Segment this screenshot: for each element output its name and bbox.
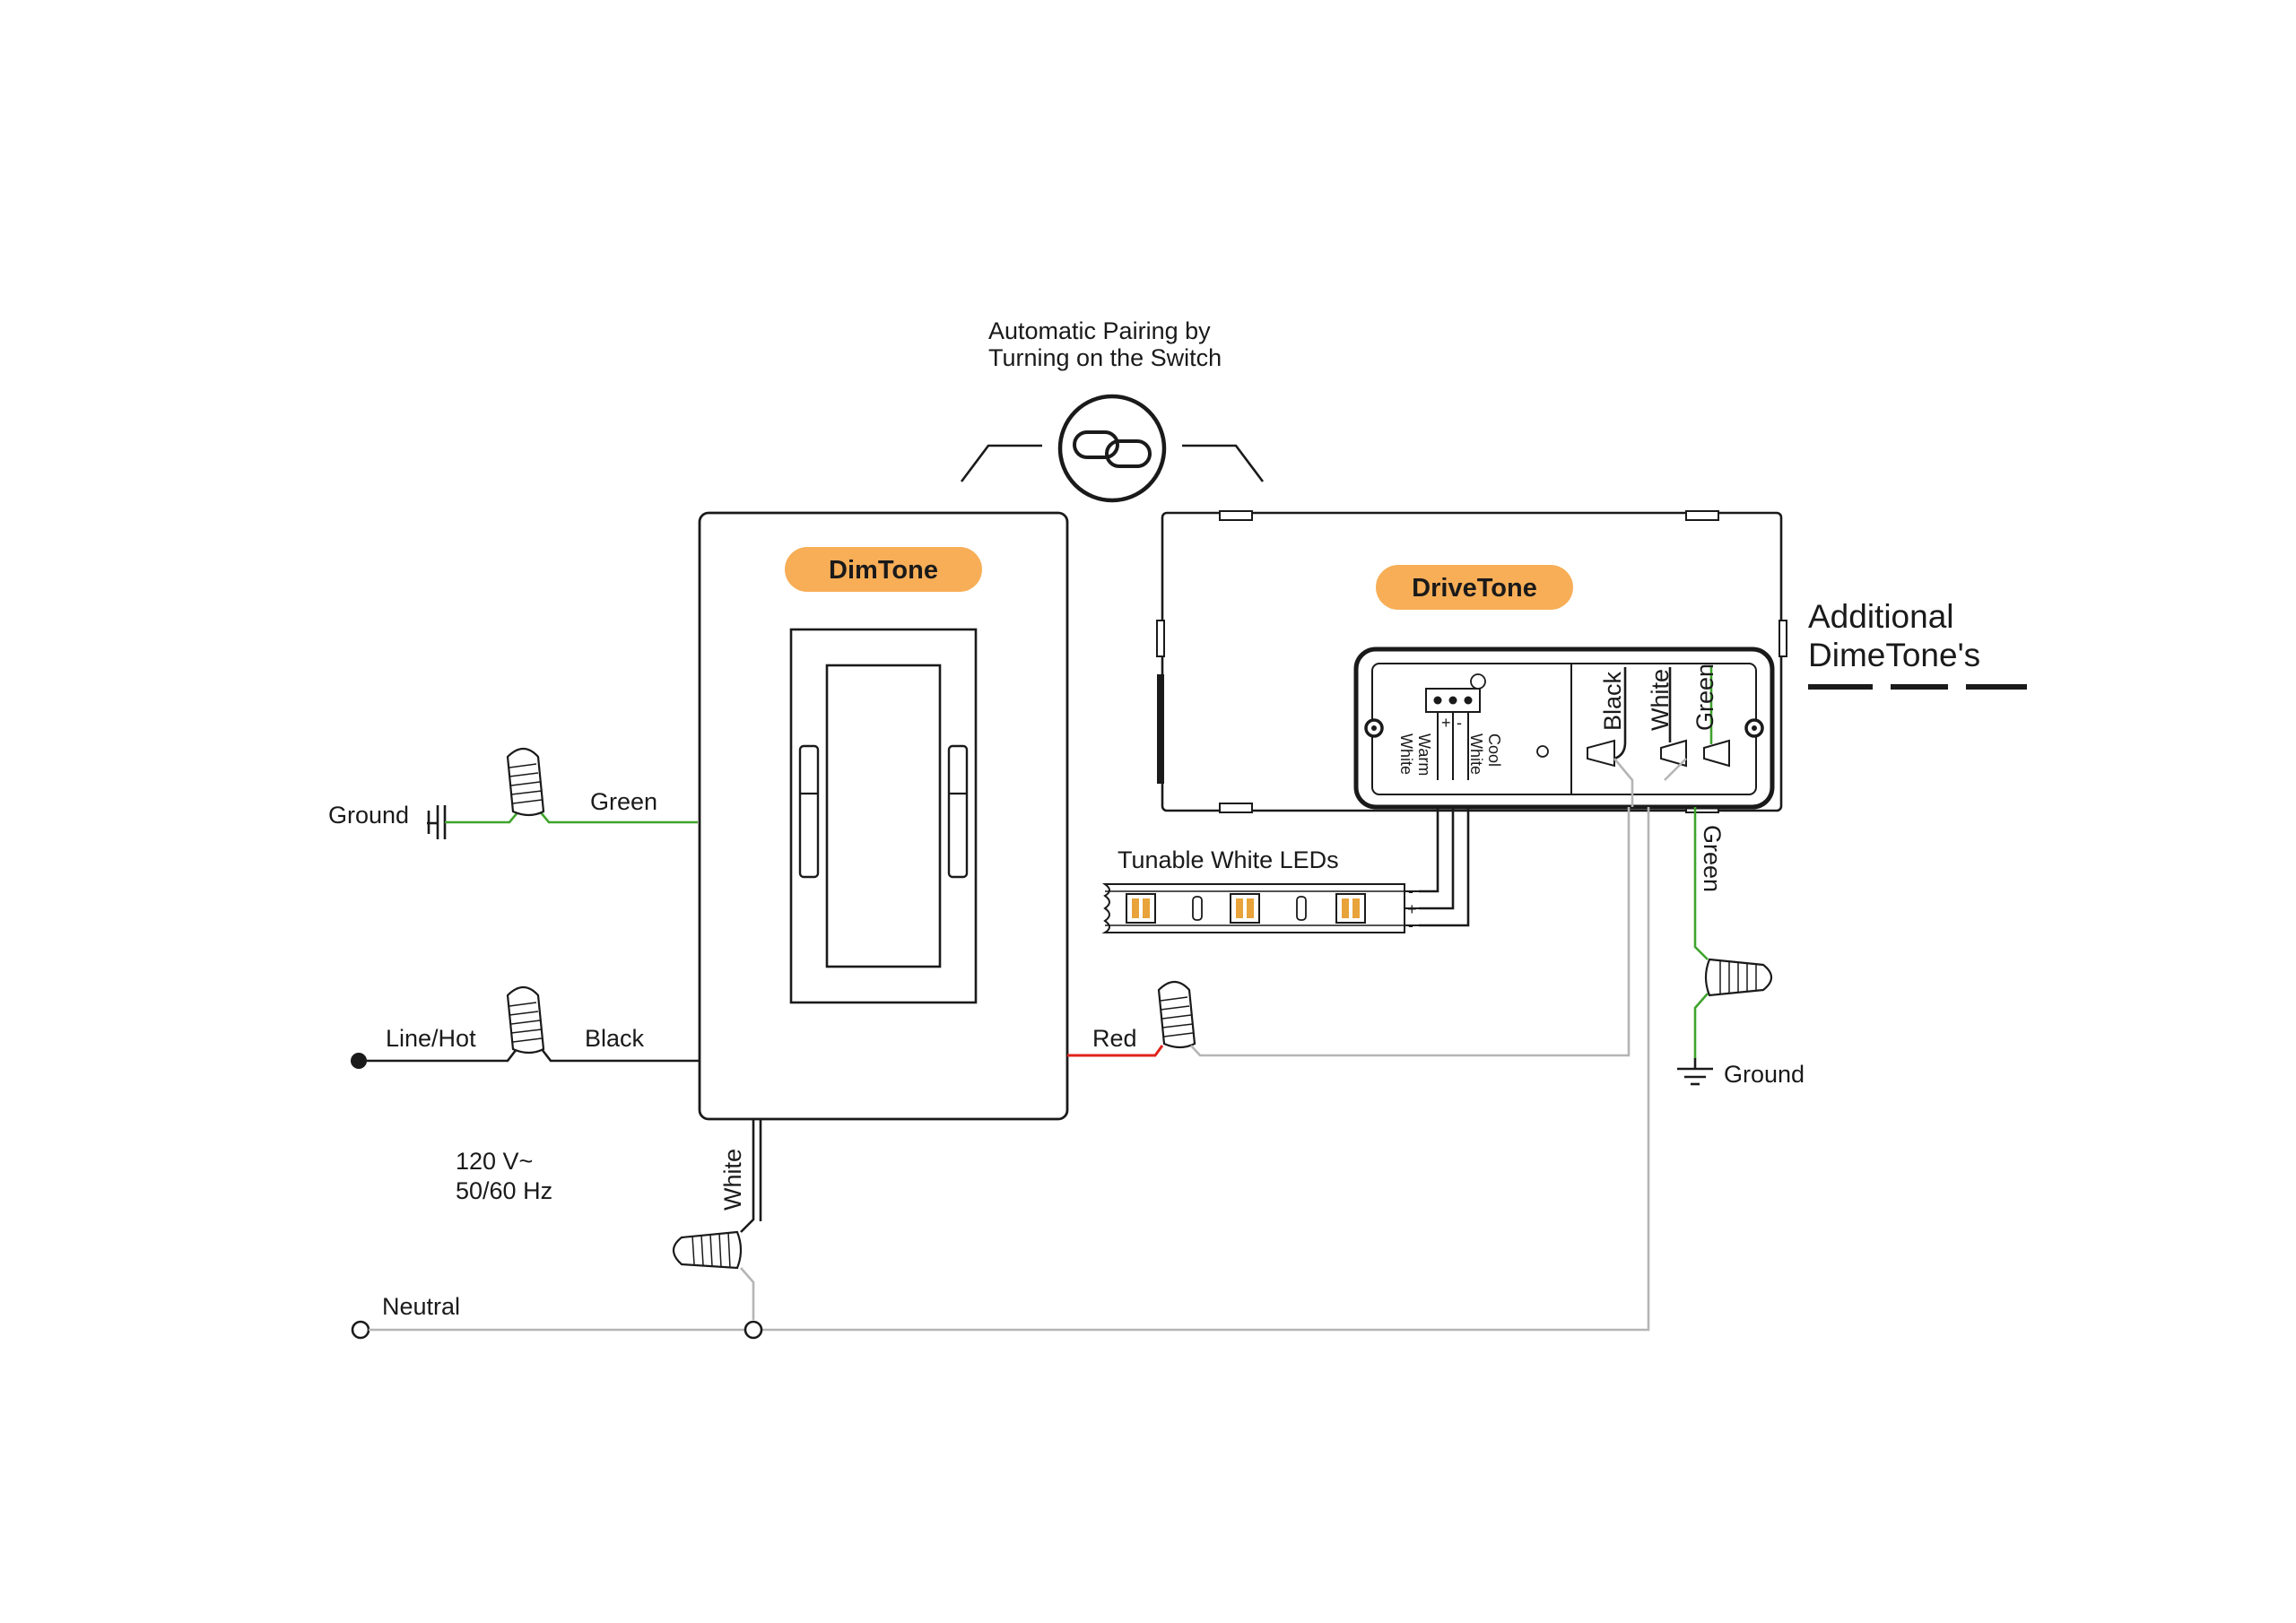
wire-nut-ground-right: [1704, 958, 1773, 997]
led-output-wires: [1419, 807, 1470, 927]
terminal-connectors: [1587, 739, 1730, 768]
load-white-wire: [1190, 807, 1631, 1057]
led-minus-bottom: -: [1408, 916, 1413, 934]
ground-icon: [1677, 1058, 1713, 1086]
led-plus-mid: +: [1407, 900, 1417, 918]
red-label: Red: [1092, 1025, 1137, 1052]
neutral-wire: [369, 807, 1650, 1332]
line-hot-wire: [359, 1048, 700, 1063]
pairing-bracket-left: [960, 444, 1042, 482]
led-plus-top: -: [1408, 882, 1413, 900]
drivetone-label: DriveTone: [1412, 574, 1537, 603]
wire-nut-red: [1157, 980, 1196, 1049]
plus-terminal: +: [1441, 714, 1451, 732]
voltage-line1: 120 V~: [456, 1148, 533, 1175]
svg-text:White: White: [1397, 733, 1415, 775]
minus-terminal: -: [1457, 714, 1462, 732]
green-wire-right: [1693, 807, 1709, 1058]
green-right-label: Green: [1699, 825, 1726, 892]
dimtone-label: DimTone: [829, 556, 938, 585]
drivetone-driver: [1156, 510, 1787, 813]
neutral-junction: [744, 1320, 763, 1340]
neutral-terminal: [351, 1320, 370, 1340]
driver-internal-white: [1613, 758, 1687, 807]
red-wire: [1067, 1045, 1164, 1057]
tunable-leds-label: Tunable White LEDs: [1118, 846, 1339, 873]
terminal-black-wire: [1613, 667, 1627, 760]
svg-text:Warm: Warm: [1415, 733, 1433, 776]
dimtone-switch: [698, 511, 1069, 1121]
voltage-line2: 50/60 Hz: [456, 1177, 552, 1204]
terminal-black-label: Black: [1599, 671, 1626, 731]
ground-icon: [427, 805, 447, 839]
wire-nut-neutral: [672, 1230, 743, 1270]
led-strip: [1101, 883, 1419, 933]
link-icon: [1057, 394, 1167, 503]
neutral-drop-wire: [740, 1267, 755, 1320]
line-hot-label: Line/Hot: [386, 1025, 476, 1052]
ground-left-label: Ground: [328, 802, 409, 829]
drivetone-badge: DriveTone: [1376, 565, 1573, 610]
cool-white-label: Cool White: [1467, 733, 1503, 775]
dimtone-white-wire: [740, 1119, 762, 1233]
svg-text:Cool: Cool: [1485, 733, 1503, 767]
wire-nut-hot: [506, 985, 545, 1055]
black-left-label: Black: [585, 1025, 645, 1052]
pairing-caption-line2: Turning on the Switch: [988, 344, 1222, 371]
terminal-green-label: Green: [1692, 664, 1718, 731]
warm-white-label: Warm White: [1397, 733, 1433, 776]
terminal-white-label: White: [1647, 669, 1674, 731]
green-left-label: Green: [590, 788, 657, 815]
white-neutral-label: White: [719, 1149, 746, 1211]
additional-label-line2: DimeTone's: [1808, 637, 1980, 673]
ground-green-wire-left: [445, 811, 698, 824]
ground-right-label: Ground: [1724, 1061, 1805, 1088]
additional-label-line1: Additional: [1808, 598, 1954, 635]
svg-text:White: White: [1467, 733, 1485, 775]
pairing-bracket-right: [1182, 444, 1265, 482]
dimtone-badge: DimTone: [785, 547, 982, 592]
wire-nut-ground-left: [506, 747, 545, 817]
pairing-caption-line1: Automatic Pairing by: [988, 317, 1211, 344]
neutral-label: Neutral: [382, 1293, 460, 1320]
